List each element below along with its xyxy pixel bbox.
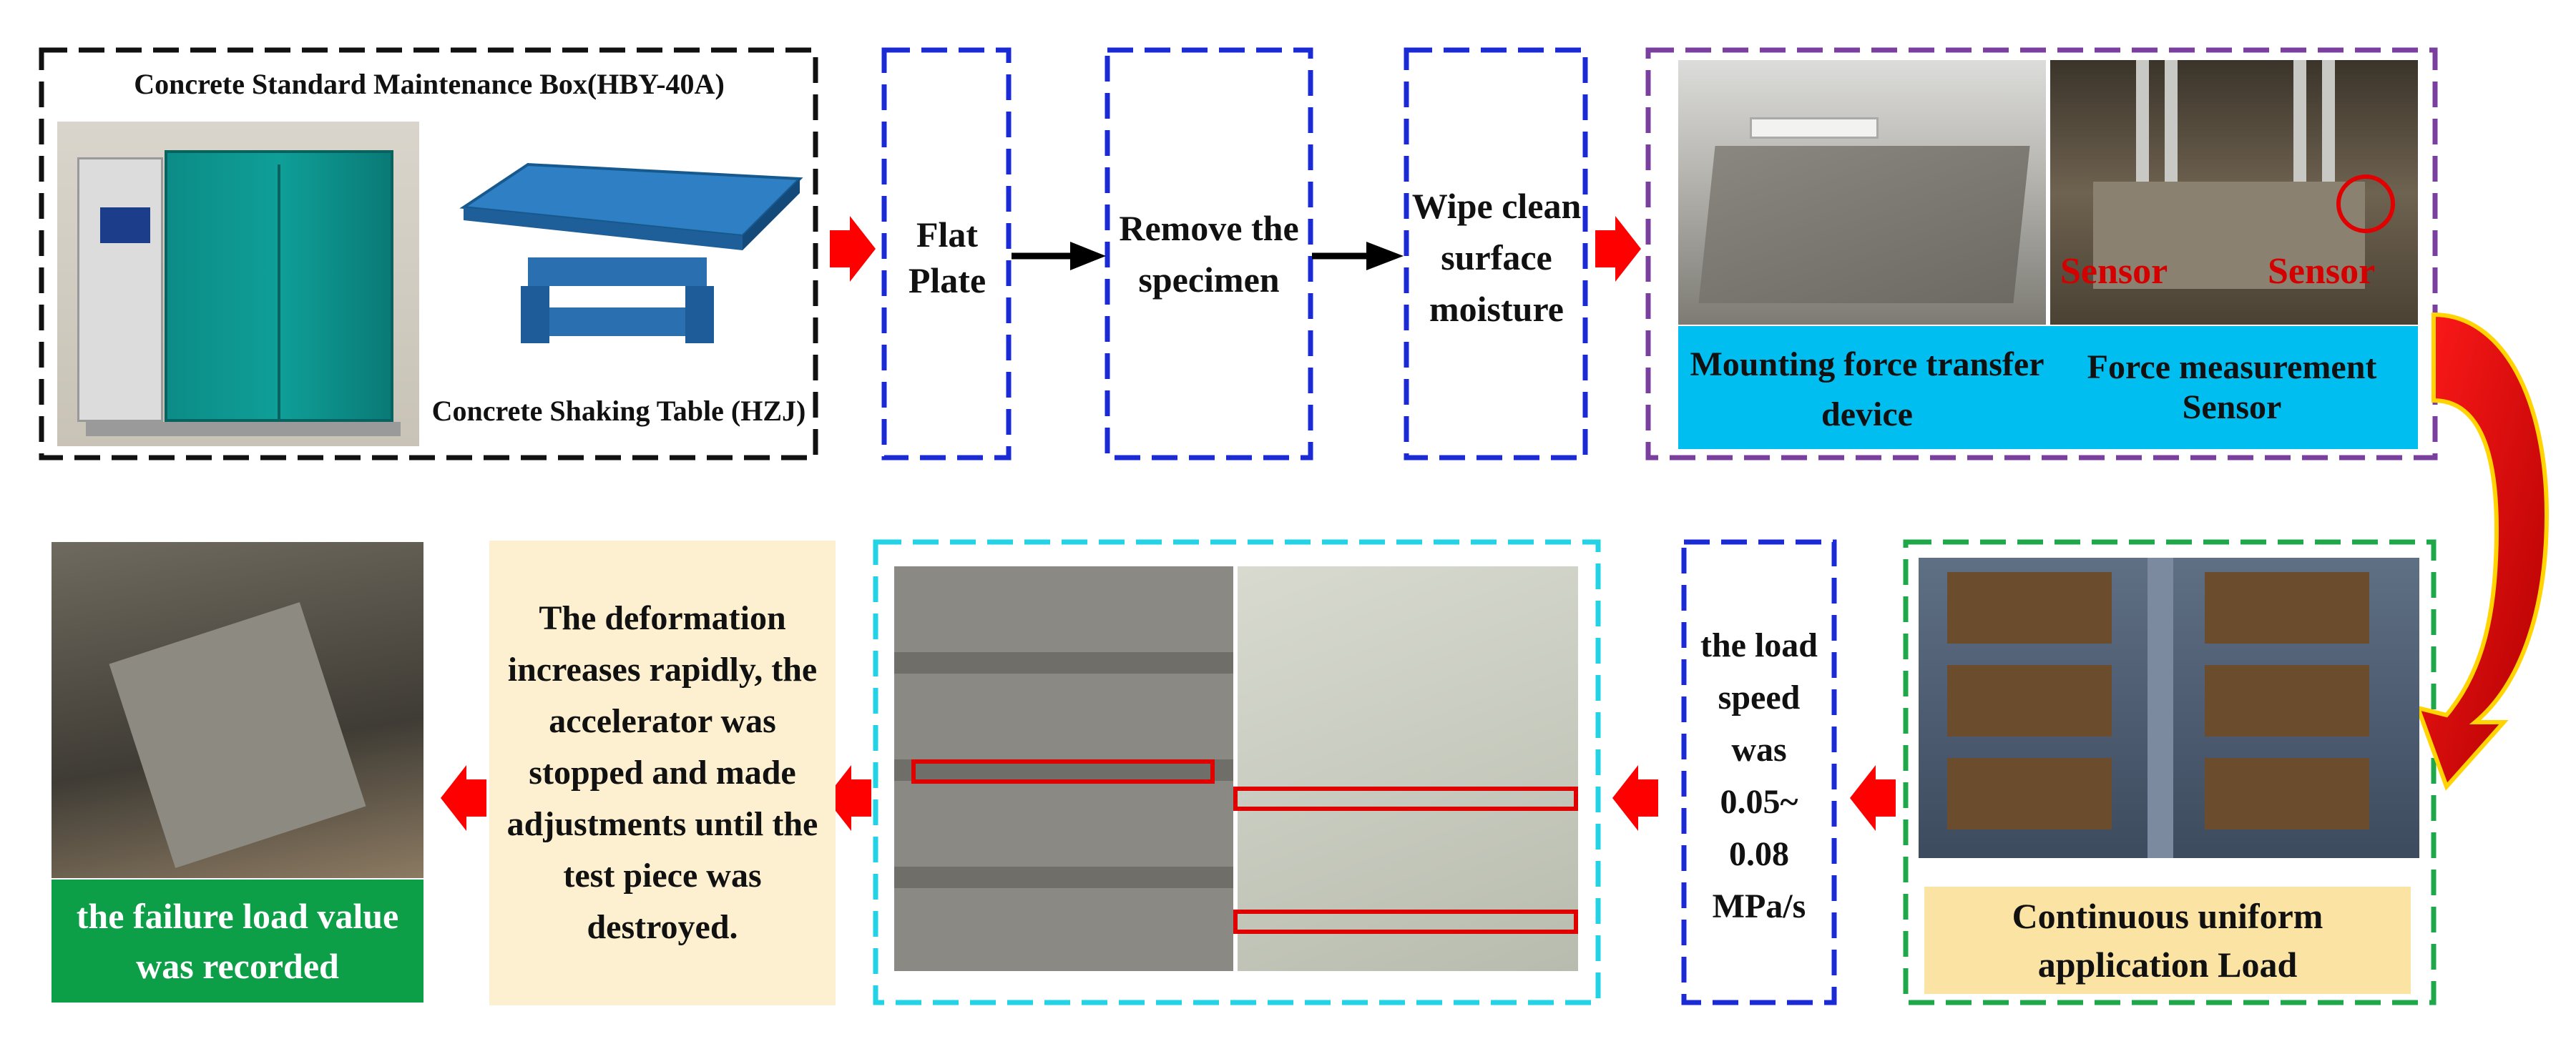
load-specimens-photo xyxy=(1919,558,2419,858)
force-sensor-photo xyxy=(2050,60,2418,325)
failure-caption: the failure load value was recorded xyxy=(52,880,423,1003)
step-flat-plate: Flat Plate xyxy=(908,215,986,300)
crack-photo-left xyxy=(894,566,1233,971)
load-speed-text: the load speed was 0.05~ 0.08 MPa/s xyxy=(1700,626,1818,925)
equipment-box-border xyxy=(39,47,818,461)
deformation-text: The deformation increases rapidly, the a… xyxy=(489,541,836,1005)
remove-box-border xyxy=(1105,47,1313,461)
crack-photos-box-border xyxy=(873,539,1601,1005)
continuous-load-box-border xyxy=(1903,539,2437,1005)
maintenance-box-label: Concrete Standard Maintenance Box(HBY-40… xyxy=(134,67,725,100)
maintenance-box-photo xyxy=(57,122,419,446)
mounting-box-border xyxy=(1645,47,2438,461)
crack-highlight-2 xyxy=(1233,787,1578,811)
red-arrow-left-3 xyxy=(826,765,871,831)
crack-highlight-1 xyxy=(911,759,1215,784)
crack-highlight-3 xyxy=(1233,910,1578,934)
arrow-flat-to-remove xyxy=(1012,242,1106,270)
crack-photo-right xyxy=(1238,566,1578,971)
sensor-label-left: Sensor xyxy=(2060,251,2168,292)
shaking-table-photo xyxy=(442,157,807,350)
continuous-load-caption: Continuous uniform application Load xyxy=(1924,887,2411,994)
red-arrow-left-4 xyxy=(441,765,486,831)
curved-red-arrow xyxy=(2414,312,2550,791)
mounting-caption-right: Force measurement Sensor xyxy=(2087,348,2377,426)
step-remove-specimen: Remove the specimen xyxy=(1119,208,1299,300)
red-arrow-left-1 xyxy=(1850,765,1896,831)
sensor-label-right: Sensor xyxy=(2268,251,2376,292)
failure-specimen-photo xyxy=(52,542,423,878)
wipe-box-border xyxy=(1404,47,1588,461)
step-wipe-moisture: Wipe clean surface moisture xyxy=(1411,186,1582,329)
load-speed-box-border xyxy=(1681,539,1837,1005)
red-arrow-right-2 xyxy=(1595,216,1641,282)
red-arrow-left-2 xyxy=(1612,765,1658,831)
arrow-remove-to-wipe xyxy=(1312,242,1404,270)
mounting-device-photo xyxy=(1678,60,2046,325)
mounting-caption-left: Mounting force transfer device xyxy=(1690,345,2044,433)
red-arrow-right-1 xyxy=(830,216,876,282)
flat-plate-box-border xyxy=(881,47,1012,461)
mounting-caption-bar xyxy=(1678,326,2418,449)
shaking-table-label: Concrete Shaking Table (HZJ) xyxy=(431,395,806,427)
